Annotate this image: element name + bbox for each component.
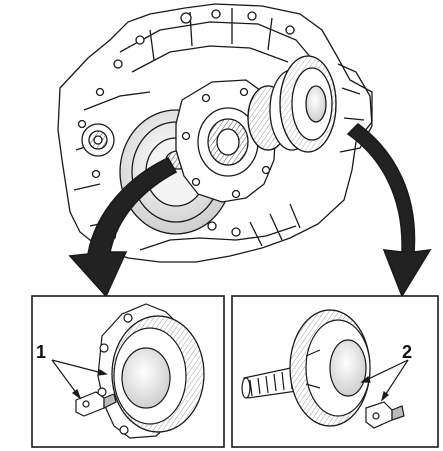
left-detail-panel: 1	[31, 295, 225, 448]
right-detail-panel: 2	[231, 295, 439, 448]
left-sensor-icon	[75, 391, 117, 417]
callout-2-leaders	[360, 359, 409, 402]
left-gear-flange	[97, 303, 205, 439]
right-sensor-icon	[365, 401, 405, 429]
callout-1-leaders	[51, 359, 108, 400]
flange-plate	[175, 79, 277, 203]
callout-number-2: 2	[402, 342, 412, 362]
right-curved-arrow-icon	[346, 122, 432, 298]
gear-stack	[247, 55, 373, 153]
callout-number-1: 1	[36, 342, 46, 362]
right-output-shaft	[241, 309, 371, 427]
